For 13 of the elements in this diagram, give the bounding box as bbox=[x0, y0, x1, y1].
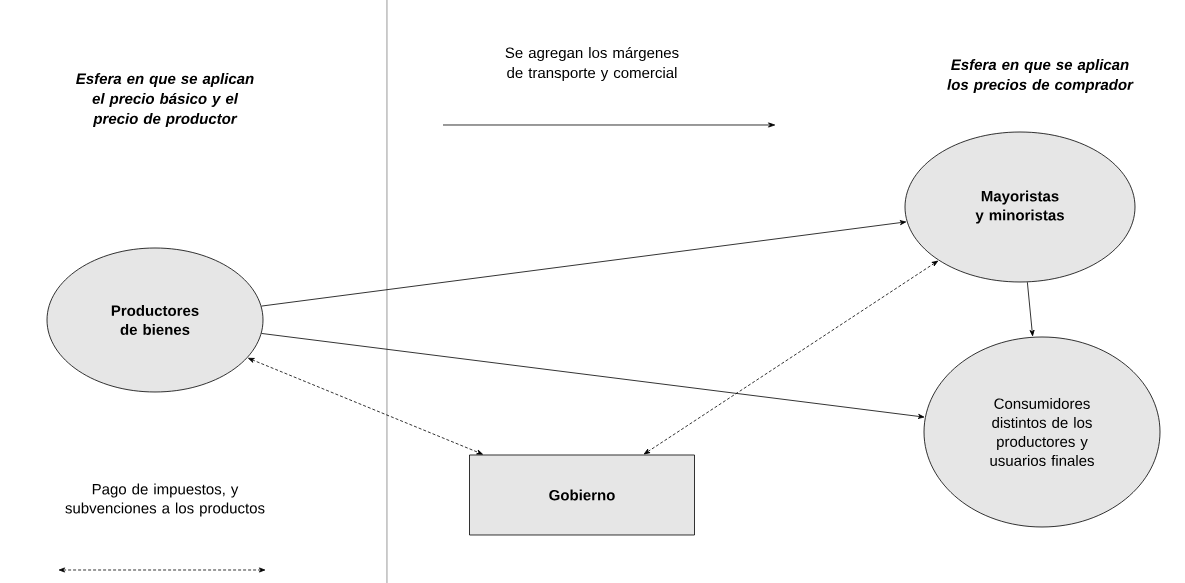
arrow bbox=[248, 357, 483, 455]
heading: Esfera en que se aplican el precio básico y el precio de productor bbox=[76, 73, 254, 127]
arrow bbox=[261, 333, 925, 419]
ellipse-node: Productores de bienes bbox=[46, 247, 264, 393]
arrow bbox=[643, 260, 939, 455]
process-box: Gobierno bbox=[469, 454, 695, 536]
legend-text: Pago de impuestos, y subvenciones a los productos bbox=[65, 483, 265, 517]
arrow bbox=[261, 220, 907, 307]
heading: Esfera en que se aplican los precios de comprador bbox=[947, 59, 1134, 93]
ellipse-node: Mayoristas y minoristas bbox=[904, 131, 1136, 283]
note-text: Se agregan los márgenes de transporte y comercial bbox=[505, 46, 679, 82]
ellipse-node: Consumidores distintos de los productores y usuarios finales bbox=[923, 336, 1161, 528]
arrow bbox=[1026, 281, 1035, 337]
